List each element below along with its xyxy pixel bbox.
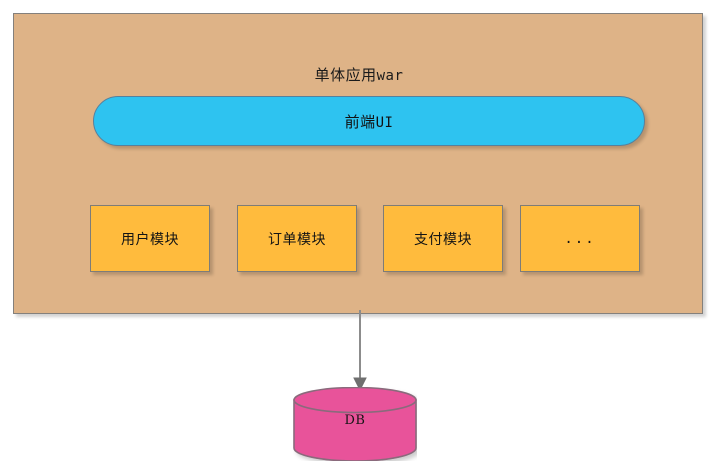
monolith-title: 单体应用war: [14, 64, 704, 85]
module-label-order: 订单模块: [268, 231, 326, 248]
module-label-user: 用户模块: [121, 231, 179, 248]
frontend-ui-label: 前端UI: [345, 111, 394, 132]
module-row: 用户模块 订单模块 支付模块 ...: [0, 205, 690, 272]
monolith-title-cjk: 单体应用: [314, 66, 377, 84]
monolith-title-ascii: war: [376, 68, 404, 84]
frontend-ui-pill: 前端UI: [93, 96, 645, 146]
module-label-payment: 支付模块: [414, 231, 472, 248]
module-box-payment: 支付模块: [383, 205, 503, 272]
module-box-more: ...: [520, 205, 640, 272]
module-label-more: ...: [564, 230, 596, 247]
frontend-ui-label-cjk: 前端: [344, 112, 376, 131]
database-cylinder: DB: [293, 386, 417, 462]
module-box-order: 订单模块: [237, 205, 357, 272]
module-box-user: 用户模块: [90, 205, 210, 272]
connector-arrow: [353, 310, 367, 392]
frontend-ui-label-ascii: UI: [375, 114, 394, 131]
database-cylinder-shape: [293, 386, 417, 462]
